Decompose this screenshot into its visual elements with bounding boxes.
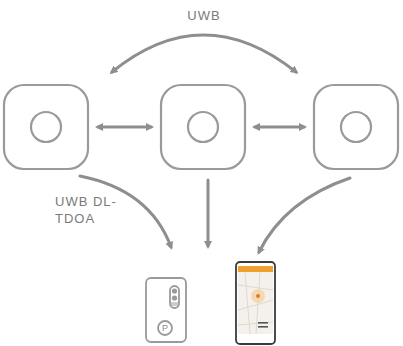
uwb-arc (112, 35, 296, 72)
anchor-left (4, 85, 88, 169)
phone-device (236, 262, 275, 344)
anchor-right-ring (341, 112, 371, 142)
anchor-left-ring (31, 112, 61, 142)
logo-letter: P (162, 323, 168, 333)
tag-device (146, 278, 186, 342)
uwb-link-left (98, 126, 151, 129)
signal-label: UWB (187, 7, 220, 24)
signal-label: UWB DL-TDOA (55, 193, 127, 227)
anchor-right (314, 85, 398, 169)
anchor-middle (161, 85, 245, 169)
anchor-middle-ring (188, 112, 218, 142)
tdoa-arrow-right (259, 178, 350, 252)
tdoa-arrow-middle (207, 180, 210, 246)
uwb-link-right (255, 126, 304, 129)
